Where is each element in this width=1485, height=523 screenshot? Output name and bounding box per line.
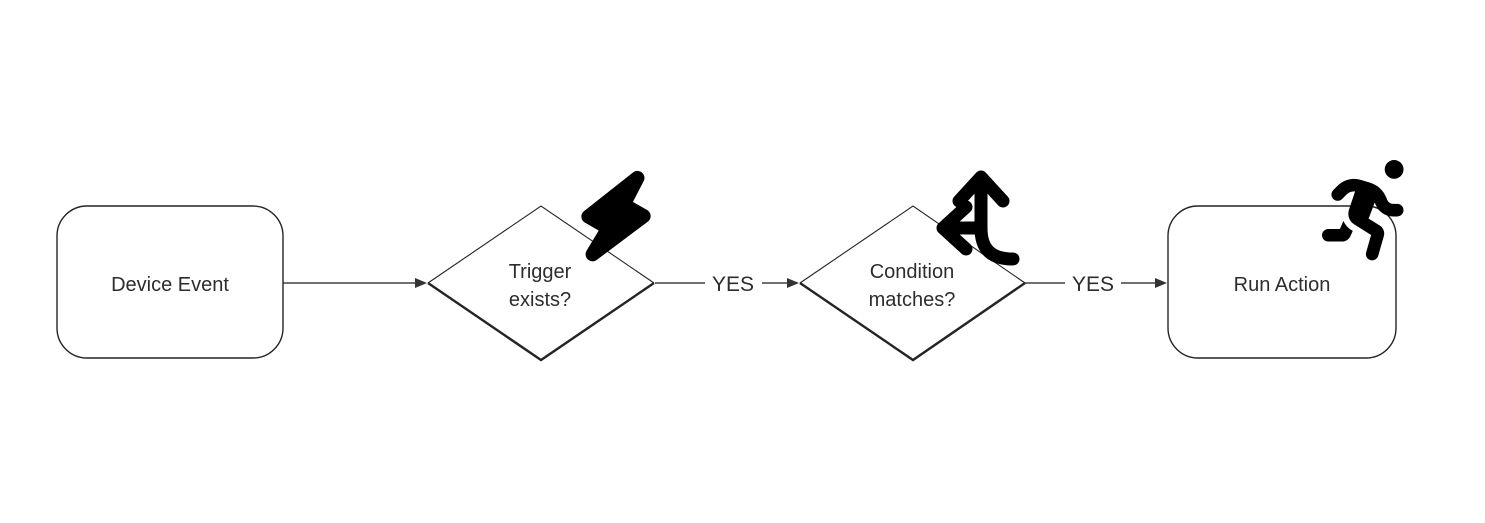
- node-label-run-action: Run Action: [1234, 274, 1331, 296]
- arrowhead-icon: [1155, 278, 1167, 288]
- edge-label-yes-2: YES: [1072, 273, 1114, 296]
- node-label-condition-line2: matches?: [869, 289, 956, 311]
- node-condition-matches: Condition matches?: [799, 205, 1026, 362]
- arrowhead-icon: [415, 278, 427, 288]
- arrowhead-icon: [787, 278, 799, 288]
- node-trigger-exists: Trigger exists?: [427, 205, 655, 362]
- node-label-device-event: Device Event: [111, 274, 229, 296]
- node-run-action: Run Action: [1167, 205, 1397, 359]
- node-label-condition-line1: Condition: [870, 261, 955, 283]
- directions-fork-icon: [936, 170, 1020, 266]
- edge-label-yes-1: YES: [712, 273, 754, 296]
- node-label-trigger-line2: exists?: [509, 289, 571, 311]
- node-device-event: Device Event: [56, 205, 284, 359]
- running-person-icon: [1322, 160, 1404, 261]
- lightning-bolt-icon: [581, 170, 651, 262]
- node-label-trigger-line1: Trigger: [509, 261, 572, 283]
